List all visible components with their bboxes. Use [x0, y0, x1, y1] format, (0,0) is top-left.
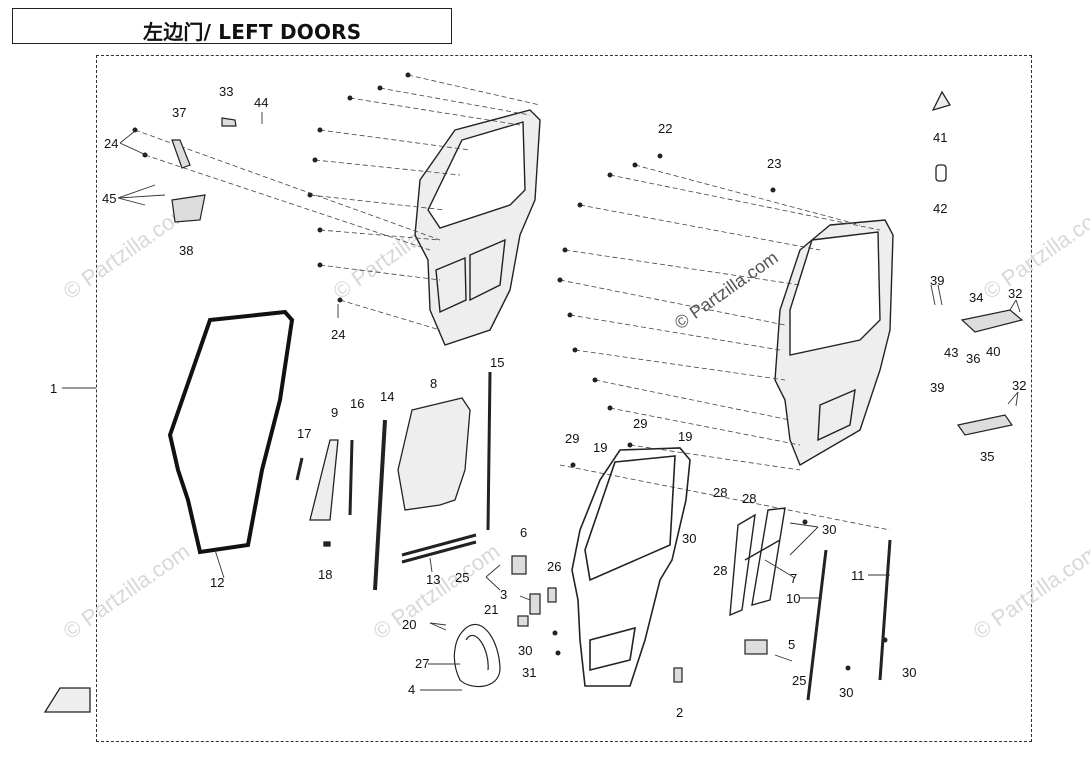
callout-30c: 30 [518, 643, 532, 658]
glass-and-strips [295, 371, 492, 591]
callout-24b: 24 [331, 327, 345, 342]
callout-8: 8 [430, 376, 437, 391]
callout-39a: 39 [930, 273, 944, 288]
top-left-brackets [171, 117, 237, 223]
callout-31: 31 [522, 665, 536, 680]
callout-40: 40 [986, 344, 1000, 359]
callout-15: 15 [490, 355, 504, 370]
callout-33: 33 [219, 84, 233, 99]
door-seal [167, 309, 295, 555]
callout-17: 17 [297, 426, 311, 441]
callout-32a: 32 [1008, 286, 1022, 301]
bolts [132, 72, 888, 671]
callout-45: 45 [102, 191, 116, 206]
callout-41: 41 [933, 130, 947, 145]
small-parts [511, 555, 768, 683]
callout-34: 34 [969, 290, 983, 305]
watermark-7: © Partzilla.com [671, 247, 782, 333]
callout-26: 26 [547, 559, 561, 574]
callout-27: 27 [415, 656, 429, 671]
callout-1: 1 [50, 381, 57, 396]
callout-14: 14 [380, 389, 394, 404]
callout-labels: 1 2 3 4 5 6 7 8 9 10 11 12 13 14 15 16 1… [50, 84, 1026, 720]
callout-29b: 29 [633, 416, 647, 431]
title-box: 左边门/ LEFT DOORS [12, 8, 452, 44]
callout-38: 38 [179, 243, 193, 258]
callout-28b: 28 [742, 491, 756, 506]
callout-4: 4 [408, 682, 415, 697]
upper-door-outer-panel [414, 109, 541, 346]
diagram-frame [96, 55, 1032, 742]
callout-28c: 28 [713, 563, 727, 578]
callout-10: 10 [786, 591, 800, 606]
callout-16: 16 [350, 396, 364, 411]
callout-13: 13 [426, 572, 440, 587]
page-title: 左边门/ LEFT DOORS [143, 20, 362, 44]
callout-20: 20 [402, 617, 416, 632]
callout-36: 36 [966, 351, 980, 366]
callout-29a: 29 [565, 431, 579, 446]
callout-44: 44 [254, 95, 268, 110]
parts-41-42 [931, 90, 951, 182]
callout-2: 2 [676, 705, 683, 720]
callout-11: 11 [851, 568, 865, 583]
door-cable [453, 624, 501, 688]
leader-lines [62, 112, 1021, 691]
callout-28a: 28 [713, 485, 727, 500]
forward-arrow-icon [43, 687, 91, 713]
callout-6: 6 [520, 525, 527, 540]
callout-43: 43 [944, 345, 958, 360]
callout-5: 5 [788, 637, 795, 652]
bolt-guide-lines [134, 74, 891, 531]
callout-30e: 30 [902, 665, 916, 680]
callout-25a: 25 [455, 570, 469, 585]
callout-30d: 30 [839, 685, 853, 700]
upper-door-outer-panel-right [774, 219, 894, 467]
callout-25b: 25 [792, 673, 806, 688]
callout-30a: 30 [682, 531, 696, 546]
callout-18: 18 [318, 567, 332, 582]
callout-7: 7 [790, 571, 797, 586]
hinges [956, 309, 1024, 436]
callout-21: 21 [484, 602, 498, 617]
callout-22: 22 [658, 121, 672, 136]
callout-39b: 39 [930, 380, 944, 395]
callout-19b: 19 [678, 429, 692, 444]
callout-19a: 19 [593, 440, 607, 455]
watermark-5: © Partzilla.com [969, 539, 1090, 645]
callout-23: 23 [767, 156, 781, 171]
window-regulator [729, 507, 786, 617]
callout-35: 35 [980, 449, 994, 464]
callout-12: 12 [210, 575, 224, 590]
callout-3: 3 [500, 587, 507, 602]
callout-30b: 30 [822, 522, 836, 537]
watermark-6: © Partzilla.com [979, 199, 1090, 305]
rails [806, 539, 892, 701]
callout-32b: 32 [1012, 378, 1026, 393]
watermark-2: © Partzilla.com [59, 539, 195, 645]
callout-37: 37 [172, 105, 186, 120]
lower-door-inner-frame [571, 447, 691, 687]
callout-9: 9 [331, 405, 338, 420]
callout-42: 42 [933, 201, 947, 216]
callout-24a: 24 [104, 136, 118, 151]
